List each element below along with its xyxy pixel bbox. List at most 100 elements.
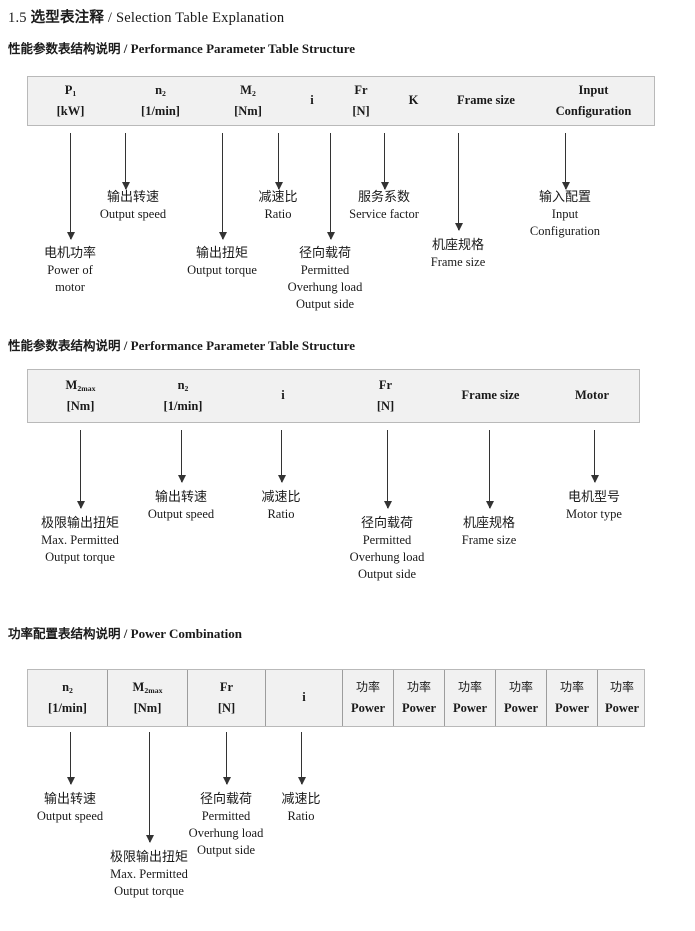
- callout-label-en: Permitted: [362, 533, 412, 548]
- callout-label-cn: 机座规格: [431, 238, 484, 253]
- callout-label-cn: 电机功率: [43, 246, 97, 261]
- callout-label-cn: 径向载荷: [360, 516, 414, 531]
- header-subscript: 2: [162, 88, 166, 98]
- callout-label-en: Output torque: [114, 883, 184, 898]
- callout-arrow: [145, 732, 154, 843]
- callout-label-cn: 机座规格: [462, 516, 515, 531]
- header-unit: [1/min]: [48, 701, 87, 715]
- callout-arrow: [66, 133, 75, 240]
- callout-label-en: Output side: [358, 566, 416, 581]
- table-header-cell: n2 [1/min]: [28, 670, 108, 726]
- callout-label-cn: 极限输出扭矩: [109, 850, 189, 865]
- callout-label-en: Motor type: [566, 507, 622, 522]
- header-symbol: P1: [64, 82, 77, 98]
- callout-arrow: [222, 732, 231, 785]
- header-symbol: Fr: [378, 377, 393, 392]
- table-header-cell: P1[kW]: [28, 77, 113, 125]
- callout-arrow: [326, 133, 335, 240]
- callout-label-cn: 输出转速: [106, 190, 159, 205]
- header-unit: Power: [350, 700, 385, 715]
- callout-label-en: Output side: [296, 296, 354, 311]
- callout-label-cn: 输出转速: [43, 792, 96, 807]
- header-symbol: 功率: [406, 680, 431, 695]
- page-title-cn: 选型表注释: [30, 10, 105, 26]
- header-unit: Power: [401, 700, 436, 715]
- callout-arrow: [121, 133, 130, 190]
- header-symbol: M2max: [132, 679, 163, 695]
- section-heading-3-cn: 功率配置表结构说明: [8, 626, 121, 641]
- callout-arrow: [454, 133, 463, 231]
- table-header-cell: i: [233, 370, 333, 422]
- header-symbol: Frame size: [461, 388, 520, 403]
- table-header-cell: n2[1/min]: [113, 77, 208, 125]
- callout-label-en: Permitted: [300, 263, 350, 278]
- callout-label-en: Overhung load: [188, 825, 264, 840]
- callout-label-en: Max. Permitted: [110, 867, 188, 882]
- callout-label-en: Overhung load: [349, 549, 425, 564]
- header-symbol: i: [281, 388, 285, 403]
- header-unit: [N]: [376, 399, 395, 413]
- section-heading-3-separator: /: [123, 626, 128, 641]
- table-header-cell: M2max[Nm]: [28, 370, 133, 422]
- callout-arrow: [66, 732, 75, 785]
- callout-label-cn: 电机型号: [567, 490, 620, 505]
- callout-arrow: [590, 430, 599, 483]
- table-header-cell: Motor: [543, 370, 641, 422]
- header-symbol: 功率: [508, 680, 533, 695]
- header-symbol: n2: [62, 679, 73, 695]
- callout-arrow: [383, 430, 392, 509]
- callout-arrow: [561, 133, 570, 190]
- header-unit: [N]: [352, 104, 370, 118]
- callout-arrow: [485, 430, 494, 509]
- table-header-cell: Fr [N]: [336, 77, 386, 125]
- header-symbol: Frame size: [457, 93, 515, 108]
- callout-label-en: Ratio: [267, 507, 295, 522]
- table-header-cell: Frame size: [438, 370, 543, 422]
- header-unit: [Nm]: [234, 104, 262, 118]
- header-symbol: n2: [177, 377, 189, 393]
- header-unit: [Nm]: [66, 399, 95, 413]
- page-title: 1.5 选型表注释 / Selection Table Explanation: [8, 6, 284, 27]
- table-header-cell: i: [266, 670, 343, 726]
- page-title-en: Selection Table Explanation: [115, 10, 285, 26]
- section-heading-2-separator: /: [123, 338, 128, 353]
- table-header-cell: i: [288, 77, 336, 125]
- callout-label-cn: 服务系数: [357, 190, 411, 205]
- callout-label-en: Output torque: [45, 549, 115, 564]
- header-symbol: 功率: [609, 680, 634, 695]
- callout-label-cn: 输出转速: [154, 490, 207, 505]
- table-header-cell: 功率 Power: [547, 670, 598, 726]
- section-heading-1: 性能参数表结构说明 / Performance Parameter Table …: [8, 38, 355, 57]
- callout-label: 电机型号 Motor type: [566, 489, 622, 523]
- header-symbol: 功率: [559, 680, 584, 695]
- header-unit: Power: [503, 700, 538, 715]
- callout-label-cn: 径向载荷: [298, 246, 352, 261]
- callout-arrow: [274, 133, 283, 190]
- section-heading-2-cn: 性能参数表结构说明: [8, 338, 121, 353]
- header-symbol: 功率: [457, 680, 482, 695]
- header-symbol: M2: [240, 82, 256, 98]
- header-unit: [Nm]: [133, 701, 162, 715]
- callout-arrow: [277, 430, 286, 483]
- callout-label-en: Configuration: [529, 223, 601, 238]
- callout-label-en: Permitted: [201, 809, 251, 824]
- callout-label-en: Ratio: [264, 207, 292, 222]
- callout-label-cn: 极限输出扭矩: [40, 516, 120, 531]
- header-unit: Power: [554, 700, 589, 715]
- header-symbol: Fr: [354, 82, 368, 97]
- header-symbol: Input: [578, 82, 609, 97]
